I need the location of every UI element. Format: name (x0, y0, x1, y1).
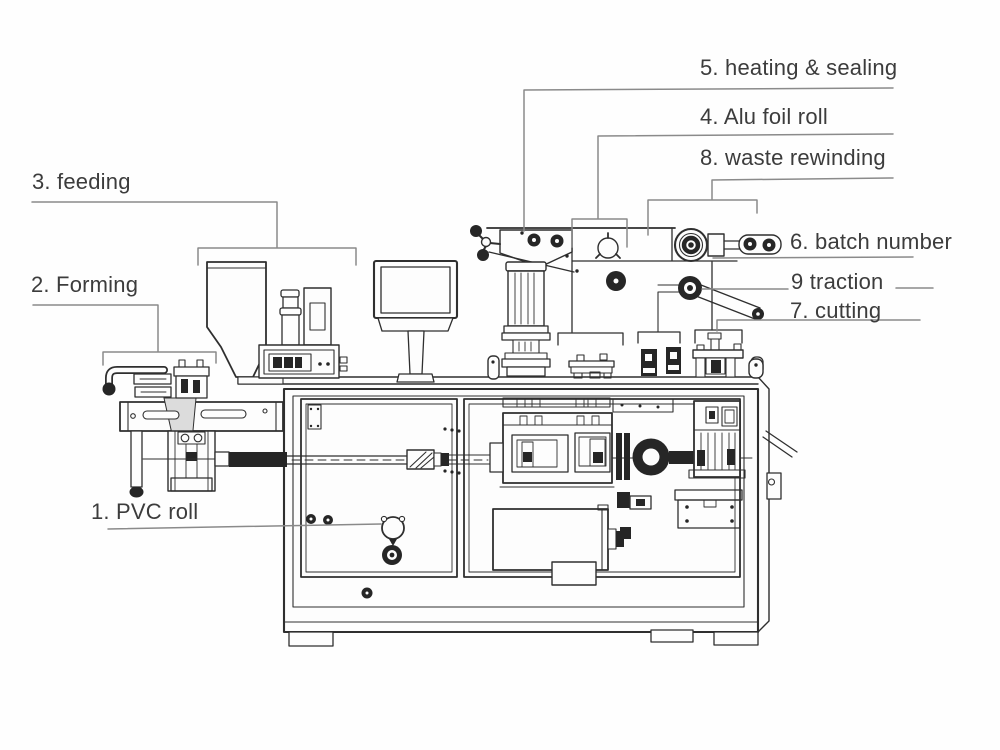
cutting-press (692, 332, 744, 378)
batch-number-unit (673, 227, 782, 263)
main-shaft (286, 449, 504, 470)
label-cutting: 7. cutting (790, 298, 882, 323)
deck-components (557, 329, 764, 379)
bracket-guides (637, 331, 681, 344)
forming-assembly (102, 359, 287, 498)
foil-roll-holder (470, 225, 502, 261)
label-waste-rewinding: 8. waste rewinding (700, 145, 886, 170)
leader-forming (32, 304, 217, 366)
label-batch-number: 6. batch number (790, 229, 952, 254)
leader-waste-rewinding (647, 177, 894, 236)
guide-blocks (641, 347, 681, 376)
bracket-cutter (694, 329, 743, 344)
punch-parts (617, 492, 652, 539)
control-monitor (372, 259, 459, 383)
pvc-roll-hub (380, 515, 406, 546)
label-traction: 9 traction (791, 269, 884, 294)
leader-traction (701, 287, 934, 290)
drive-cam (616, 433, 694, 480)
leader-alu-foil (571, 133, 894, 248)
sensor-post (487, 355, 500, 380)
end-stop (748, 358, 764, 379)
label-forming: 2. Forming (31, 272, 139, 297)
gear-unit (674, 400, 746, 529)
leader-batch-number (712, 256, 914, 259)
hinge-plate (307, 404, 322, 430)
leader-feeding (31, 201, 357, 266)
feeder-unit (258, 287, 348, 379)
leader-heating-sealing (523, 87, 894, 232)
index-box (489, 412, 615, 488)
sealing-section (470, 225, 738, 380)
label-pvc-roll: 1. PVC roll (91, 499, 199, 524)
bracket-seal-die (557, 332, 624, 346)
pvc-shaft (229, 452, 287, 467)
label-heating-sealing: 5. heating & sealing (700, 55, 898, 80)
forming-head (173, 359, 210, 399)
leader-pvc-roll (107, 523, 382, 530)
handle (102, 366, 168, 396)
motor (492, 504, 624, 586)
label-feeding: 3. feeding (32, 169, 131, 194)
cabinet-interior-right (463, 397, 753, 586)
top-rail (502, 397, 674, 413)
hopper (206, 261, 284, 385)
leader-lines (31, 87, 934, 530)
leader-cutting (716, 319, 921, 332)
lower-seal-die (568, 353, 615, 379)
foil-guide (595, 232, 621, 259)
cabinet-interior-left (286, 398, 504, 599)
forming-station (167, 430, 216, 492)
side-knob (766, 472, 782, 500)
discharge-chute (762, 430, 798, 458)
traction-roller (657, 276, 764, 333)
sealing-cylinder (501, 261, 551, 377)
label-alu-foil-roll: 4. Alu foil roll (700, 104, 828, 129)
